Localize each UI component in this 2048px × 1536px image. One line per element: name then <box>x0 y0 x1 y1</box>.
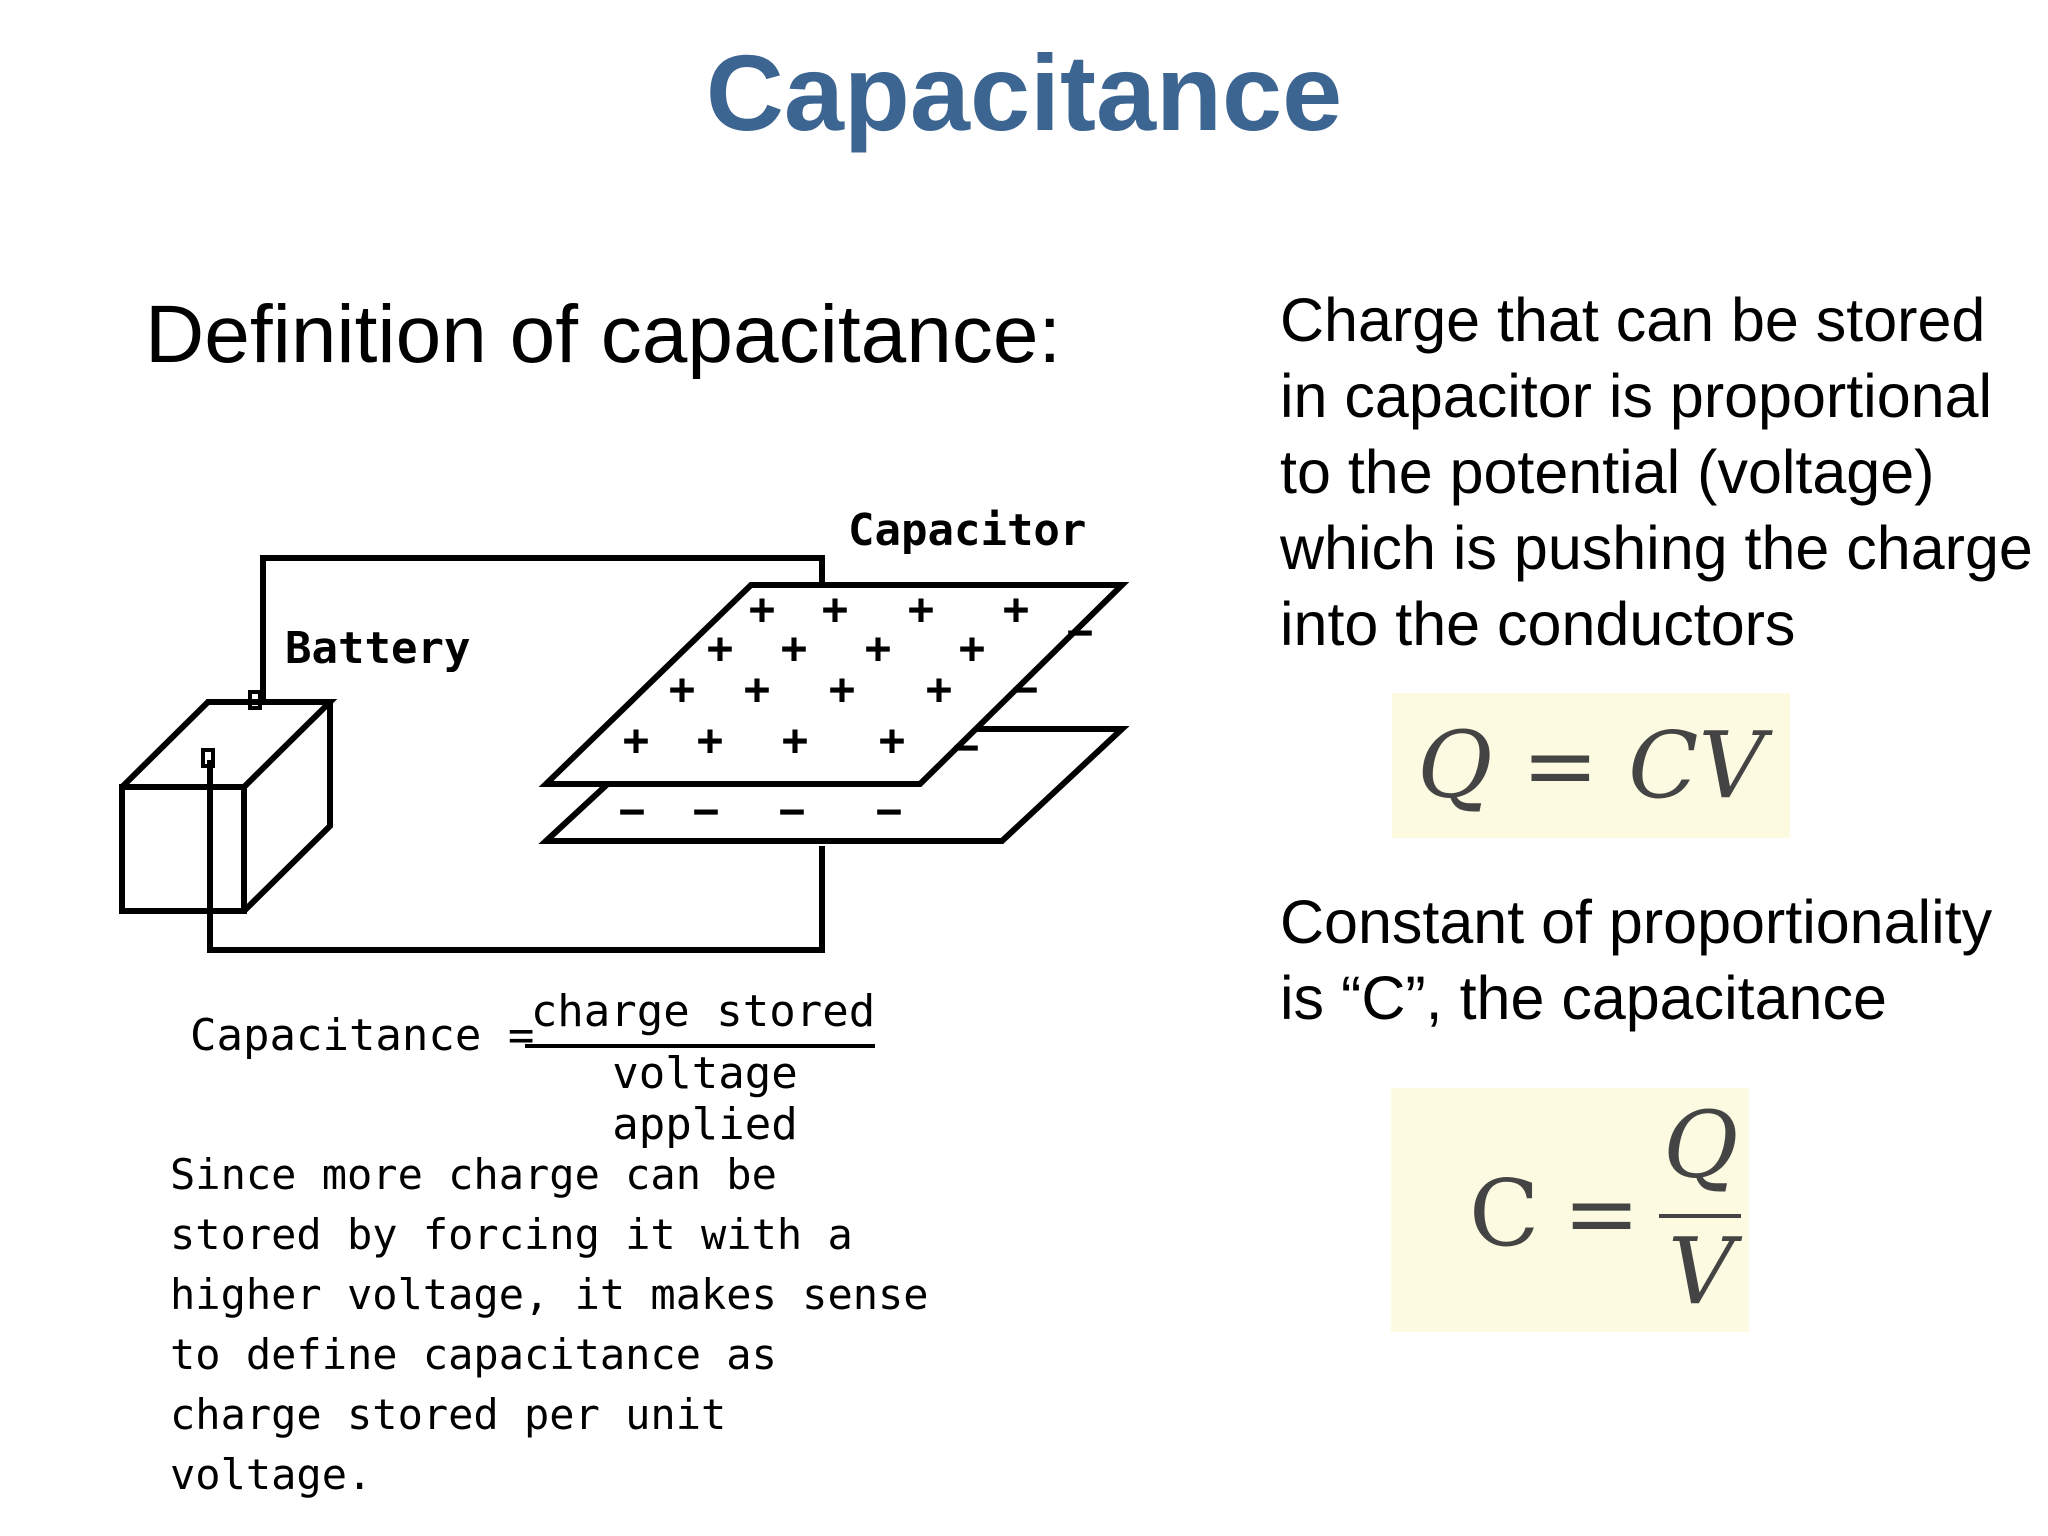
battery-top <box>119 699 338 790</box>
plus-sign: + <box>782 715 809 766</box>
plus-sign: + <box>829 664 856 715</box>
minus-sign: − <box>779 786 806 837</box>
constant-text: Constant of proportionality is “C”, the … <box>1280 888 1993 1032</box>
formula-label: Capacitance = <box>190 1010 535 1061</box>
minus-sign: − <box>619 786 646 837</box>
plus-sign: + <box>623 715 650 766</box>
plus-sign: + <box>781 623 808 674</box>
minus-sign: − <box>1067 607 1094 658</box>
plus-sign: + <box>865 623 892 674</box>
plus-sign: + <box>749 584 776 635</box>
battery-side <box>241 702 333 914</box>
plus-sign: + <box>1003 584 1030 635</box>
plus-sign: + <box>669 664 696 715</box>
slide-title: Capacitance <box>705 32 1343 153</box>
plus-sign: + <box>879 715 906 766</box>
equation-denominator: V <box>1668 1218 1735 1325</box>
equation-lhs: C <box>1469 1160 1540 1267</box>
explanation-text: Since more charge can be stored by forci… <box>170 1150 929 1499</box>
equation-c-q-over-v: C = Q V <box>1391 1088 1749 1332</box>
equation-equals: = <box>1563 1160 1641 1267</box>
battery-terminal-1 <box>248 690 262 710</box>
plus-sign: + <box>908 584 935 635</box>
battery-label: Battery <box>285 623 470 674</box>
plus-sign: + <box>926 664 953 715</box>
minus-sign: − <box>1012 664 1039 715</box>
capacitor-label: Capacitor <box>848 505 1086 556</box>
proportionality-text: Charge that can be stored in capacitor i… <box>1280 286 2033 658</box>
equation-numerator: Q <box>1663 1092 1739 1199</box>
equation-fraction-bar <box>1659 1214 1741 1218</box>
plus-sign: + <box>822 584 849 635</box>
fraction-bar <box>525 1044 875 1048</box>
formula-denominator: voltage applied <box>612 1048 798 1150</box>
capacitor-top-plate <box>538 582 1130 787</box>
formula-numerator: charge stored <box>530 986 876 1037</box>
equation-q-cv: Q = CV <box>1392 693 1790 838</box>
bottom-wire <box>207 760 825 953</box>
minus-sign: − <box>693 786 720 837</box>
plus-sign: + <box>744 664 771 715</box>
plus-sign: + <box>707 623 734 674</box>
minus-sign: − <box>876 786 903 837</box>
circuit-diagram: + + + + + + + + + + + + + + + + − − − − … <box>119 505 1130 953</box>
subtitle: Definition of capacitance: <box>145 289 1062 380</box>
battery-terminal-2 <box>201 748 215 768</box>
minus-sign: − <box>953 722 980 773</box>
battery-front <box>119 784 247 914</box>
plus-sign: + <box>959 623 986 674</box>
plus-sign: + <box>697 715 724 766</box>
